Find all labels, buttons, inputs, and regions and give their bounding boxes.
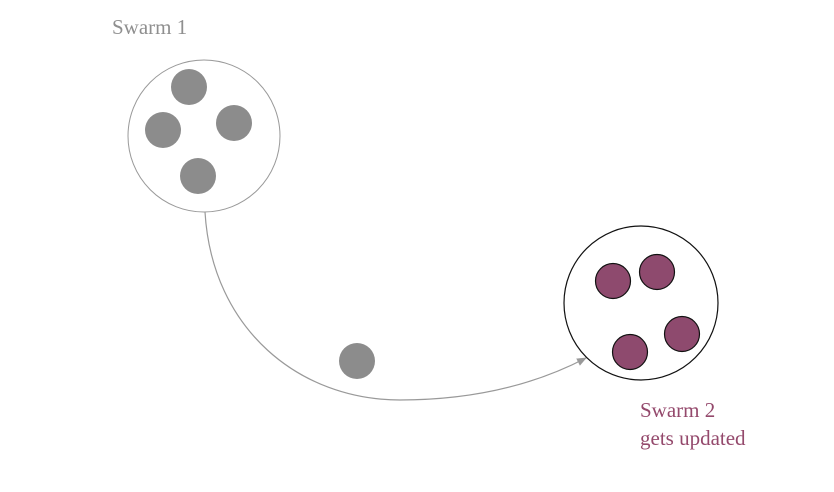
swarm2-member <box>663 315 701 353</box>
swarm2-member <box>638 253 676 291</box>
swarm2-label: Swarm 2 <box>640 398 715 422</box>
swarm1-member <box>145 112 181 148</box>
swarm2 <box>563 225 719 381</box>
swarm1-member <box>171 69 207 105</box>
migrating-member <box>339 343 375 379</box>
swarm2-member <box>594 262 632 300</box>
swarm2-member <box>611 333 649 371</box>
swarm1-member <box>180 158 216 194</box>
swarm1-member <box>216 105 252 141</box>
swarm1-label: Swarm 1 <box>112 15 187 39</box>
swarm1 <box>127 59 281 213</box>
migration-arrow <box>204 211 587 401</box>
swarm1-boundary <box>127 59 281 213</box>
swarm2-status-label: gets updated <box>640 426 746 450</box>
